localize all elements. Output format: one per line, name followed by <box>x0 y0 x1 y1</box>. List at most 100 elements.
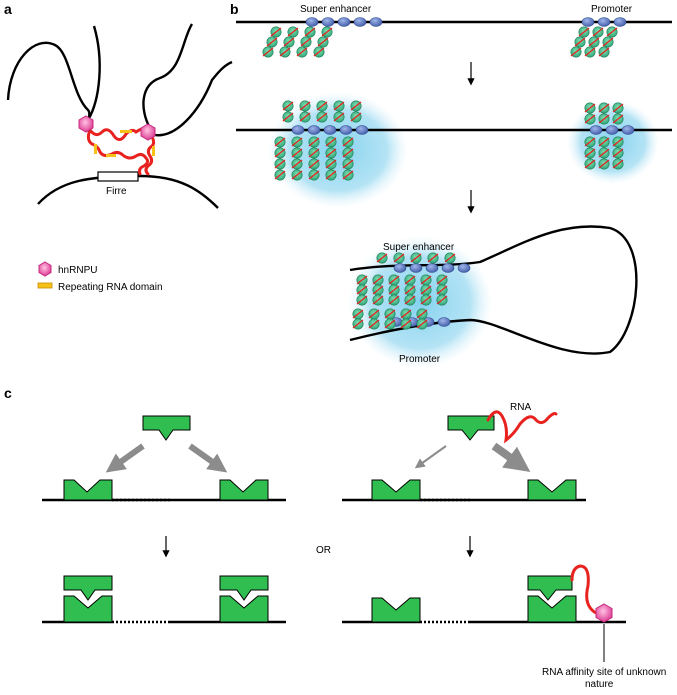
factor-rna-tail <box>342 148 354 158</box>
factor-rna-tail <box>304 27 316 37</box>
factor-rna-tail <box>606 27 618 37</box>
chromatin-strand-right <box>149 60 233 137</box>
factor-rna-tail <box>574 37 586 47</box>
free-block-left <box>142 415 191 441</box>
factor-cluster-row2 <box>274 100 635 181</box>
site-block-c3a <box>371 479 421 501</box>
coactivator-protein <box>321 17 335 27</box>
affinity-label-line2: nature <box>585 679 614 690</box>
legend-repeat-label: Repeating RNA domain <box>58 282 163 293</box>
affinity-site-hexagon <box>595 603 613 623</box>
factor-rna-tail <box>291 170 303 180</box>
factor-rna-tail <box>404 295 416 305</box>
coactivator-protein <box>291 125 305 135</box>
repeat-domain-mark-2 <box>94 144 97 154</box>
condensate-merged <box>348 236 492 368</box>
factor-rna-tail <box>316 101 328 111</box>
rna-strand-top <box>88 126 148 141</box>
chromatin-loop <box>349 225 638 355</box>
factor-rna-tail <box>570 47 582 57</box>
factor-rna-tail <box>427 253 439 263</box>
factor-rna-tail <box>308 159 320 169</box>
factor-rna-tail <box>444 253 456 263</box>
factor-rna-tail <box>404 275 416 285</box>
super-enhancer-label: Super enhancer <box>300 4 372 15</box>
factor-rna-tail <box>291 137 303 147</box>
hnrnpu-hexagon-1 <box>78 115 94 133</box>
factor-rna-tail <box>400 309 412 319</box>
factor-rna-tail <box>420 295 432 305</box>
hexagon-icon <box>38 261 52 277</box>
factor-rna-tail <box>325 170 337 180</box>
coactivator-protein <box>613 17 627 27</box>
coactivator-protein <box>353 17 367 27</box>
factor-rna-tail <box>308 170 320 180</box>
chromatin-strand-upper-right <box>142 23 194 129</box>
factor-rna-tail <box>584 114 596 124</box>
factor-rna-tail <box>296 47 308 57</box>
factor-rna-tail <box>299 101 311 111</box>
factor-rna-tail <box>356 285 368 295</box>
loop-super-enhancer-label: Super enhancer <box>383 242 455 253</box>
factor-rna-tail <box>384 309 396 319</box>
factor-rna-tail <box>612 114 624 124</box>
factor-cluster-row1 <box>262 17 627 58</box>
factor-rna-tail <box>588 37 600 47</box>
coactivator-protein <box>355 125 369 135</box>
factor-rna-tail <box>388 285 400 295</box>
chromatin-strand-left <box>6 41 91 124</box>
factor-rna-tail <box>404 285 416 295</box>
factor-rna-tail <box>400 319 412 329</box>
factor-rna-tail <box>283 37 295 47</box>
rna-strand-free <box>486 410 558 444</box>
factor-rna-tail <box>420 275 432 285</box>
panel-label-b: b <box>230 1 239 17</box>
coactivator-protein <box>307 125 321 135</box>
factor-rna-tail <box>325 137 337 147</box>
chromatin-strand-bottom <box>37 174 219 209</box>
panel-label-c: c <box>4 385 12 401</box>
factor-rna-tail <box>368 319 380 329</box>
factor-rna-tail <box>436 295 448 305</box>
factor-rna-tail <box>316 112 328 122</box>
coactivator-protein <box>589 125 603 135</box>
site-block-c1a <box>63 479 113 501</box>
factor-rna-tail <box>262 47 274 57</box>
coactivator-protein <box>621 125 635 135</box>
yellow-bar-icon <box>37 282 53 289</box>
coactivator-protein <box>305 17 319 27</box>
legend-hnrnpu-label: hnRNPU <box>58 265 97 276</box>
factor-rna-tail <box>584 159 596 169</box>
factor-rna-tail <box>342 159 354 169</box>
factor-rna-tail <box>274 159 286 169</box>
factor-rna-tail <box>325 159 337 169</box>
factor-rna-tail <box>592 27 604 37</box>
factor-rna-tail <box>598 47 610 57</box>
factor-rna-tail <box>313 47 325 57</box>
factor-rna-tail <box>584 103 596 113</box>
panel-b: Super enhancer Promoter Super enhancer P… <box>236 4 672 368</box>
coactivator-protein <box>339 125 353 135</box>
site-block-c3b <box>527 479 577 501</box>
coactivator-protein <box>597 17 611 27</box>
arrow-left-b <box>188 443 228 473</box>
legend: hnRNPU Repeating RNA domain <box>37 261 163 293</box>
factor-rna-tail <box>598 137 610 147</box>
firre-locus-box <box>97 171 139 182</box>
factor-rna-tail <box>274 170 286 180</box>
factor-rna-tail <box>274 148 286 158</box>
factor-rna-tail <box>602 37 614 47</box>
factor-rna-tail <box>291 159 303 169</box>
factor-rna-tail <box>376 253 388 263</box>
factor-rna-tail <box>317 37 329 47</box>
panel-c: OR RNA RNA affinity site of unknown nat <box>42 402 666 690</box>
factor-rna-tail <box>372 275 384 285</box>
factor-rna-tail <box>416 309 428 319</box>
factor-rna-tail <box>333 101 345 111</box>
loop-promoter-label: Promoter <box>399 354 441 365</box>
coactivator-protein <box>409 263 423 273</box>
site-block-c4a <box>371 597 421 623</box>
factor-rna-tail <box>308 137 320 147</box>
coactivator-protein <box>369 17 383 27</box>
